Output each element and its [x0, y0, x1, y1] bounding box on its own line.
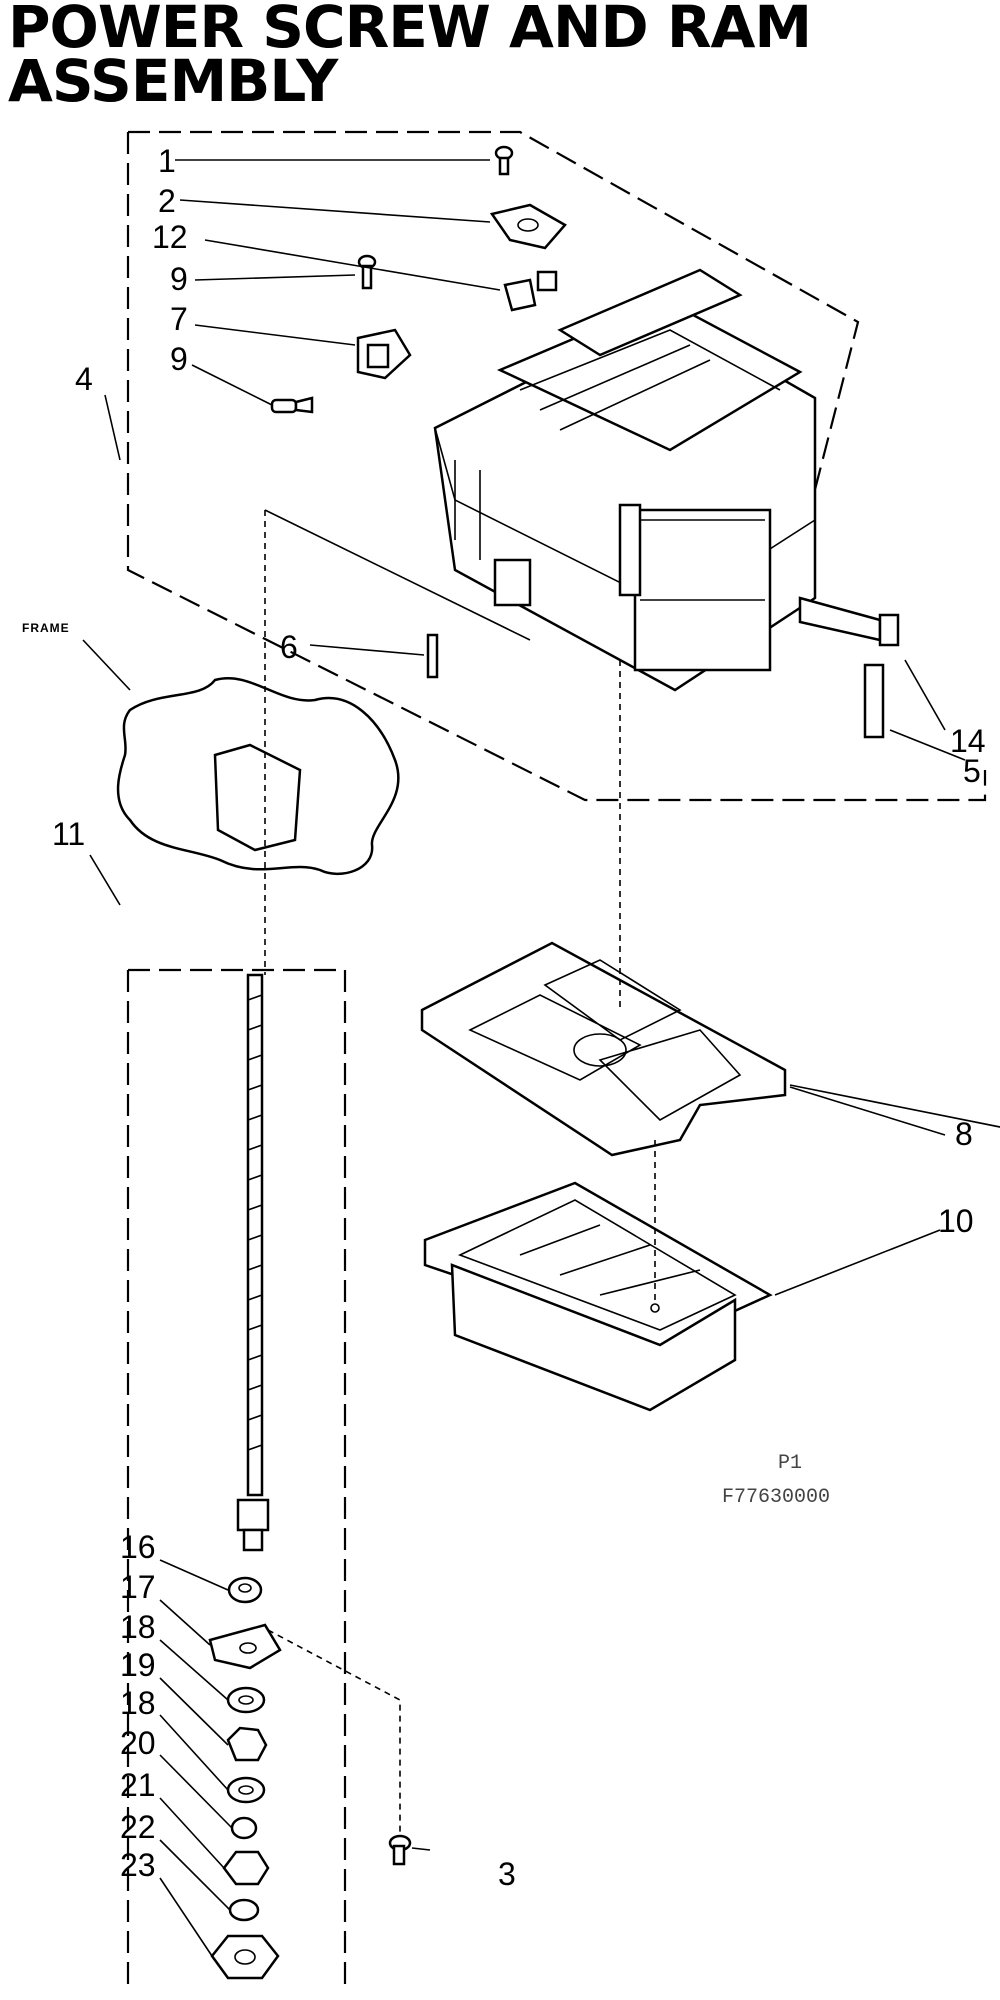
callout-21: 21	[120, 1767, 156, 1803]
callout-6: 6	[280, 629, 298, 665]
screw-assembly-boundary	[126, 968, 347, 1990]
nut-part-21	[222, 1850, 270, 1886]
callout-20: 20	[120, 1725, 156, 1761]
callout-12: 12	[152, 219, 188, 255]
bracket-part-12	[503, 270, 558, 312]
leader-lines	[82, 159, 1000, 1957]
callout-2: 2	[158, 183, 176, 219]
callout-18-lower: 18	[120, 1685, 156, 1721]
alignment-line-housing	[264, 509, 531, 641]
washer-part-22	[228, 1898, 260, 1922]
power-screw	[236, 973, 270, 1552]
spacer-part-5	[863, 663, 885, 739]
callout-9-upper: 9	[170, 261, 188, 297]
frame-label: FRAME	[22, 621, 70, 635]
title-line-2: ASSEMBLY	[8, 47, 338, 115]
washer-part-18-lower	[226, 1776, 266, 1804]
callout-17: 17	[120, 1569, 156, 1605]
title-line-1: POWER SCREW AND RAM	[8, 0, 812, 61]
callout-1: 1	[158, 143, 176, 179]
screw-part-3	[388, 1834, 412, 1866]
callout-10: 10	[938, 1203, 974, 1239]
pin-part-6	[426, 633, 439, 679]
callout-23: 23	[120, 1847, 156, 1883]
callout-19: 19	[120, 1647, 156, 1683]
callout-18-upper: 18	[120, 1609, 156, 1645]
callout-9-lower: 9	[170, 341, 188, 377]
callout-16: 16	[120, 1529, 156, 1565]
callout-11: 11	[52, 816, 85, 852]
nut-part-23	[210, 1934, 280, 1980]
callout-22: 22	[120, 1809, 156, 1845]
diagram-title: POWER SCREW AND RAM ASSEMBLY	[8, 0, 812, 110]
bracket-part-14	[798, 596, 900, 647]
figure-code-line-1: P1	[778, 1452, 802, 1475]
nut-part-19	[226, 1726, 268, 1762]
callout-7: 7	[170, 301, 188, 337]
plate-part-2	[489, 203, 567, 250]
frame-bracket	[213, 743, 302, 852]
ram-plate-part-8	[420, 941, 787, 1157]
screw-part-9-lower	[270, 396, 314, 414]
tray-part-10	[423, 1181, 773, 1412]
alignment-line-screw3	[267, 1629, 401, 1835]
callout-8: 8	[955, 1116, 973, 1152]
figure-code-line-2: F77630000	[722, 1486, 830, 1509]
washer-part-20	[230, 1816, 258, 1840]
callout-14: 14	[950, 723, 986, 759]
clamp-part-7	[356, 328, 412, 380]
washer-part-18-upper	[226, 1686, 266, 1714]
ram-housing	[433, 268, 817, 692]
callout-5: 5	[963, 753, 981, 789]
nut-part-16	[227, 1576, 263, 1604]
screw-part-1	[494, 145, 514, 176]
screw-part-9-upper	[357, 254, 377, 290]
plate-part-17	[208, 1623, 282, 1670]
callout-4: 4	[75, 361, 93, 397]
callout-3: 3	[498, 1856, 516, 1892]
